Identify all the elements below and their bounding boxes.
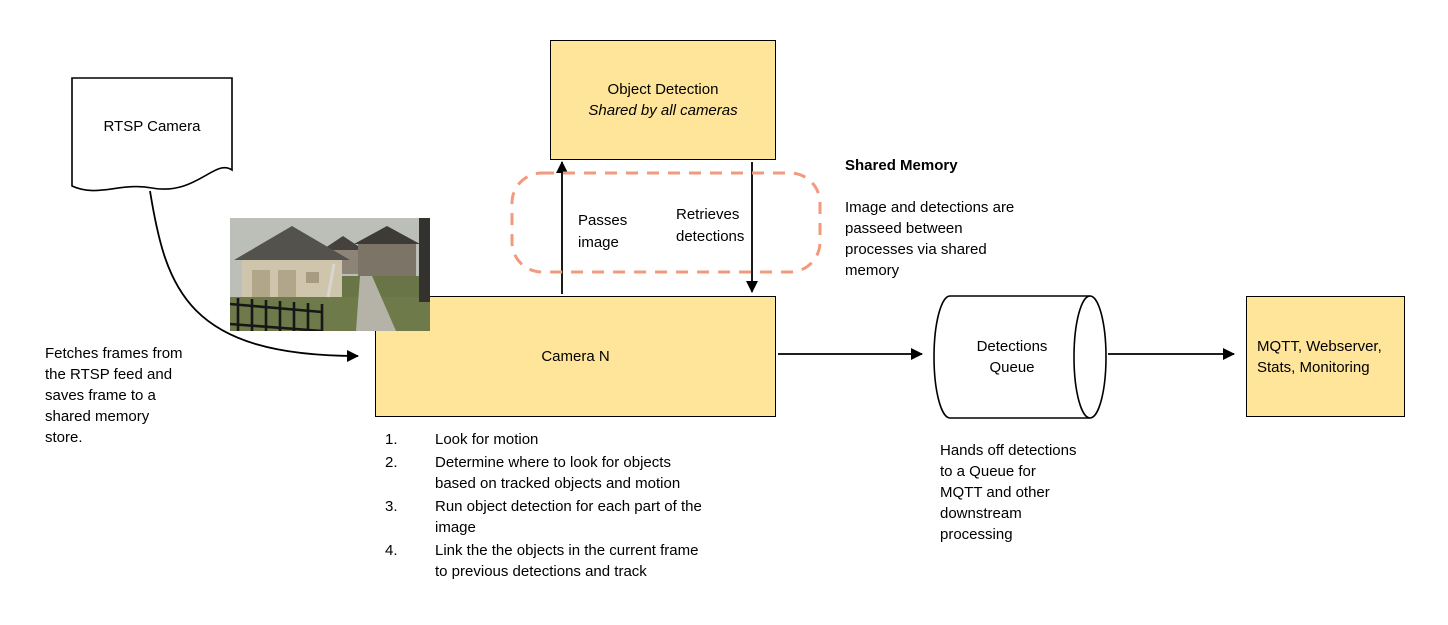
rtsp-to-camera-arrow [149, 190, 359, 362]
shared-memory-region-outline [510, 171, 822, 274]
camera-step-1-number: 1. [385, 431, 398, 448]
camera-step-4-text: Link the the objects in the current fram… [435, 542, 699, 580]
camera-step-1: 1. Look for motion [385, 429, 795, 450]
camera-step-4-number: 4. [385, 542, 398, 559]
camera-step-3: 3. Run object detection for each part of… [385, 496, 795, 538]
camera-step-2-number: 2. [385, 454, 398, 471]
shared-memory-note-body: Image and detections are passeed between… [845, 199, 1015, 279]
camera-step-4: 4. Link the the objects in the current f… [385, 540, 795, 582]
shared-memory-note-title: Shared Memory [845, 157, 958, 174]
camera-snapshot-graphic [229, 218, 430, 333]
detections-queue-shape [933, 295, 1107, 419]
rtsp-camera-shape [71, 77, 233, 192]
detections-queue-label: Detections Queue [976, 338, 1048, 376]
rtsp-fetch-note: Fetches frames from the RTSP feed and sa… [45, 345, 183, 446]
shared-memory-note: Shared Memory Image and detections are p… [845, 134, 1055, 302]
object-detection-node: Object Detection Shared by all cameras [550, 40, 776, 160]
camera-steps-list: 1. Look for motion 2. Determine where to… [385, 429, 795, 584]
queue-handoff-note: Hands off detections to a Queue for MQTT… [940, 442, 1077, 543]
camera-step-2-text: Determine where to look for objects base… [435, 454, 681, 492]
rtsp-camera-label: RTSP Camera [103, 118, 201, 135]
object-detection-title: Object Detection [607, 81, 719, 98]
retrieves-detections-label: Retrieves detections [676, 206, 745, 245]
camera-step-1-text: Look for motion [435, 431, 539, 448]
camera-step-2: 2. Determine where to look for objects b… [385, 452, 795, 494]
outputs-node: MQTT, Webserver, Stats, Monitoring [1246, 296, 1405, 417]
camera-n-label: Camera N [541, 348, 610, 365]
passes-image-label: Passes image [578, 212, 628, 251]
camera-n-node: Camera N [375, 296, 776, 417]
object-detection-subtitle: Shared by all cameras [588, 102, 738, 119]
camera-snapshot-image [229, 218, 430, 333]
camera-step-3-text: Run object detection for each part of th… [435, 498, 702, 536]
camera-step-3-number: 3. [385, 498, 398, 515]
